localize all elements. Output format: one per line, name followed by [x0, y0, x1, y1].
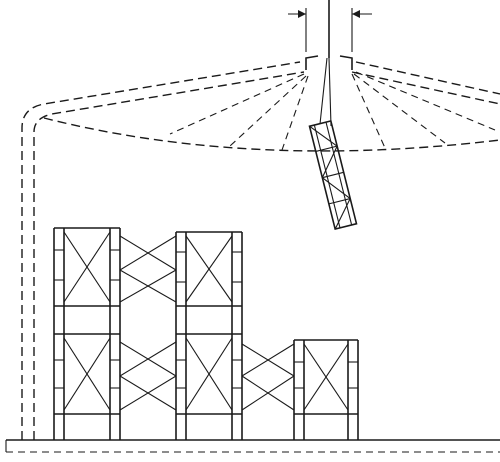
middle-tower	[175, 231, 243, 440]
tank-wall	[21, 61, 500, 440]
roof-opening	[305, 8, 353, 70]
dimension-arrow-right-icon	[352, 10, 372, 18]
left-tower	[53, 227, 121, 440]
hoist-line	[319, 0, 332, 127]
scaffold-towers	[53, 227, 359, 440]
roof-rafters	[43, 71, 500, 152]
cross-brace-lower-right	[241, 343, 295, 411]
cross-brace-lower-left	[119, 341, 177, 411]
cross-brace-upper-left	[119, 235, 177, 303]
suspended-frame-icon	[308, 119, 358, 231]
dimension-arrow-left-icon	[288, 10, 306, 18]
right-tower	[293, 339, 359, 440]
tank-floor	[5, 439, 500, 453]
